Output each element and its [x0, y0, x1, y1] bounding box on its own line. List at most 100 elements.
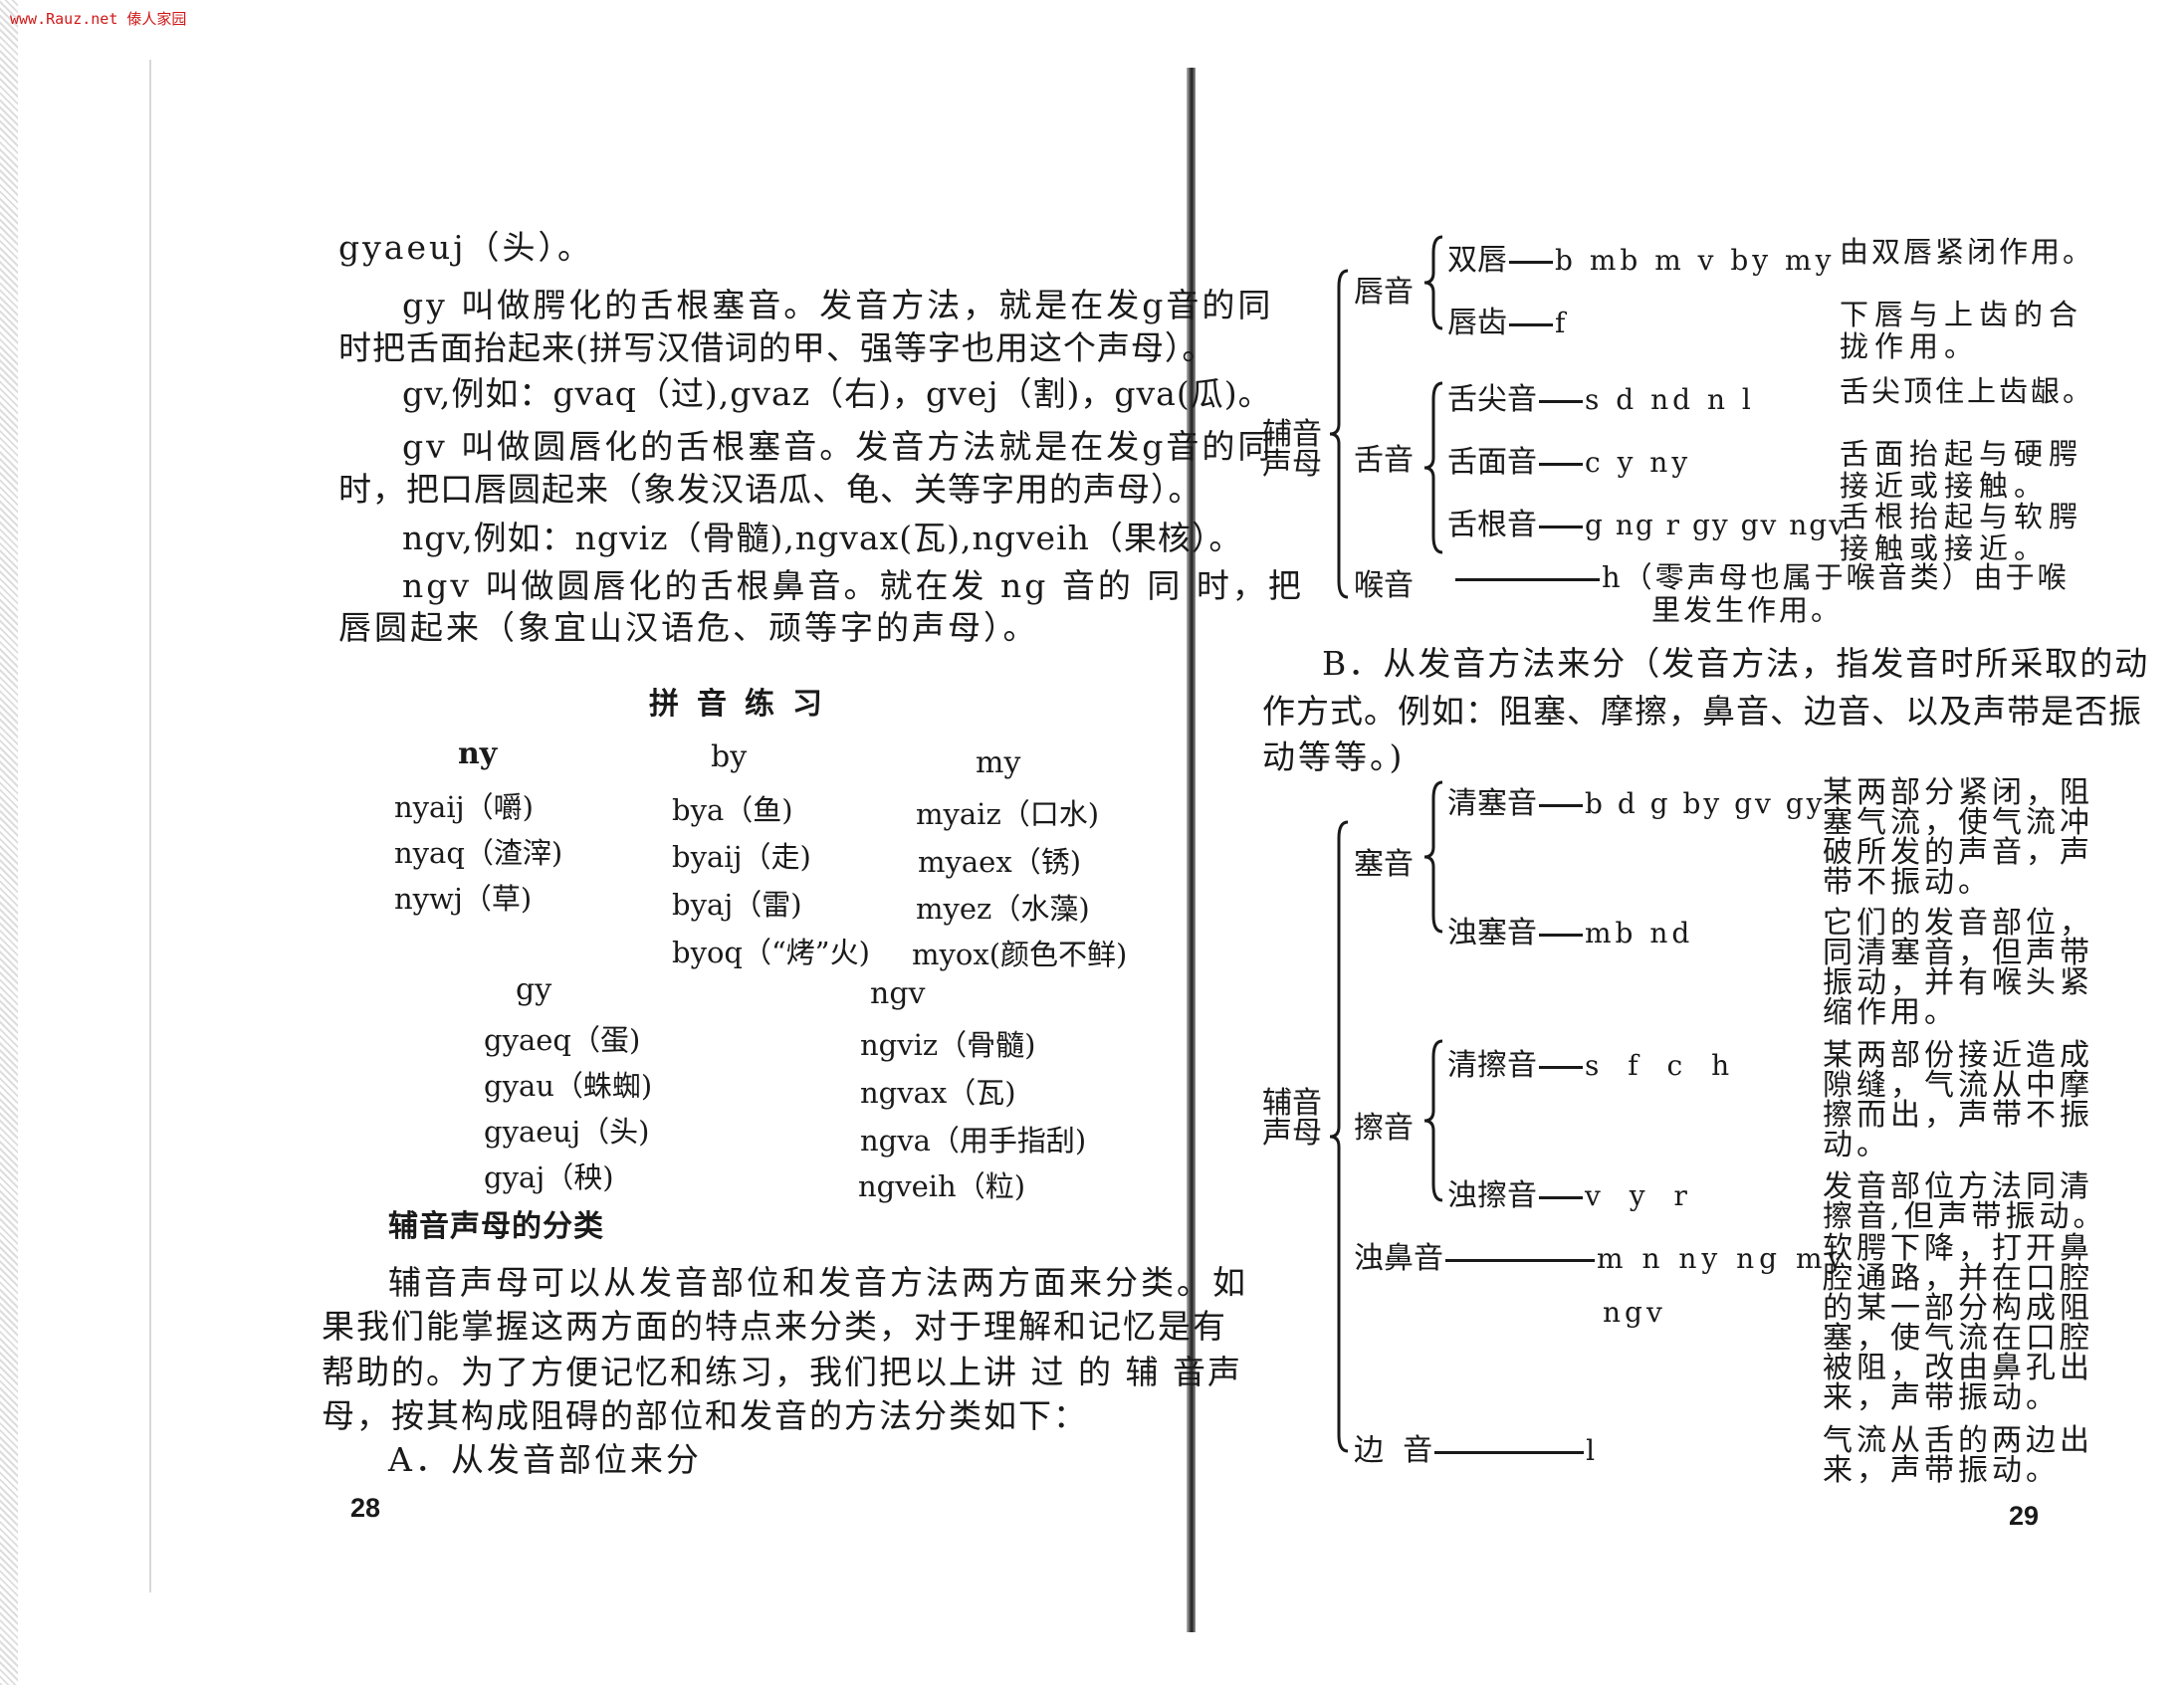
description-line: 塞，使气流在口腔: [1823, 1321, 2093, 1356]
description-line: 接近或接触。: [1840, 469, 2050, 503]
row-sounds: l: [1586, 1434, 1600, 1467]
row-sounds: m n ny ng my: [1597, 1242, 1849, 1275]
connector-line: [1434, 1450, 1585, 1454]
description-line: 缩作用。: [1823, 995, 1958, 1030]
practice-item: gyaeq（蛋): [484, 1023, 641, 1057]
scan-edge: [0, 0, 18, 1685]
connector-line: [1509, 260, 1553, 264]
section-line: 果我们能掌握这两方面的特点来分类，对于理解和记忆是有: [322, 1307, 1227, 1346]
practice-item: myez（水藻): [916, 892, 1090, 926]
row-description: 发音部位方法同清 擦音,但声带振动。: [1823, 1172, 2107, 1232]
description-line: 破所发的声音，声: [1823, 835, 2093, 870]
connector-line: [1539, 462, 1583, 466]
practice-item: bya（鱼): [672, 793, 793, 827]
description-line: 舌尖顶住上齿龈。: [1840, 374, 2095, 408]
row-description: 气流从舌的两边出 来，声带振动。: [1823, 1426, 2093, 1486]
row-sounds: b d g by gv gy: [1585, 787, 1826, 820]
section-line: 帮助的。为了方便记忆和练习，我们把以上讲 过 的 辅 音声: [322, 1353, 1242, 1391]
description-line: 振动，并有喉头紧: [1823, 965, 2093, 1000]
paragraph-line: 时，把口唇圆起来（象发汉语瓜、龟、关等字用的声母）。: [338, 470, 1202, 509]
description-line: 同清塞音，但声带: [1823, 936, 2093, 970]
brace-fricatives: [1423, 1039, 1443, 1202]
row-description: 某两部份接近造成 隙缝，气流从中摩 擦而出，声带不振 动。: [1823, 1041, 2093, 1160]
column-header-ny: ny: [458, 737, 498, 771]
connector-line: [1509, 322, 1553, 326]
row-sounds: h（零声母也属于喉音类）由于喉: [1602, 560, 2070, 594]
description-line: 它们的发音部位，: [1823, 906, 2093, 941]
practice-item: ngveih（粒): [858, 1169, 1026, 1203]
tree-root: 辅音 声母: [1262, 420, 1322, 480]
row-label: 浊擦音: [1447, 1178, 1537, 1213]
row-sounds: c y ny: [1585, 446, 1692, 479]
group-label: 唇音: [1354, 275, 1414, 310]
row-sounds: s f c h: [1585, 1049, 1740, 1082]
description-line: 拢作用。: [1840, 329, 1980, 363]
paragraph-b-line: 作方式。例如：阻塞、摩擦，鼻音、边音、以及声带是否振: [1262, 692, 2142, 731]
description-line: 舌面抬起与硬腭: [1840, 437, 2084, 471]
row-sounds-continued: ngv: [1603, 1296, 1666, 1329]
description-line: 腔通路，并在口腔: [1823, 1261, 2093, 1296]
description-line: 气流从舌的两边出: [1823, 1423, 2093, 1458]
page-number: 29: [2009, 1501, 2040, 1531]
tree-root-line: 辅音: [1262, 1086, 1322, 1121]
description-line: 由双唇紧闭作用。: [1840, 235, 2095, 269]
connector-line: [1539, 803, 1583, 807]
paragraph-line: gy 叫做腭化的舌根塞音。发音方法，就是在发g音的同: [402, 286, 1274, 324]
section-line: 辅音声母可以从发音部位和发音方法两方面来分类。如: [388, 1263, 1248, 1302]
row-description: 里发生作用。: [1651, 594, 1843, 626]
description-line: 里发生作用。: [1651, 593, 1844, 627]
description-line: 某两部分紧闭，阻: [1823, 775, 2093, 810]
description-line: 舌根抬起与软腭: [1840, 500, 2084, 533]
column-header-by: by: [711, 739, 748, 774]
description-line: 被阻，改由鼻孔出: [1823, 1351, 2093, 1385]
paragraph-line: ngv,例如：ngviz（骨髓),ngvax(瓦),ngveih（果核）。: [402, 519, 1243, 557]
description-line: 擦音,但声带振动。: [1823, 1199, 2107, 1234]
practice-item: byoq（“烤”火): [672, 936, 870, 969]
paragraph-line: gyaeuj（头）。: [338, 228, 593, 267]
description-line: 软腭下降，打开鼻: [1823, 1231, 2093, 1266]
description-line: 的某一部分构成阻: [1823, 1291, 2093, 1326]
description-line: 带不振动。: [1823, 865, 1992, 900]
column-header-gy: gy: [516, 972, 552, 1007]
practice-item: myox(颜色不鲜): [912, 938, 1128, 971]
row-label: 清擦音: [1447, 1048, 1537, 1083]
watermark: www.Rauz.net 傣人家园: [10, 10, 187, 28]
paragraph-b-line: 动等等。): [1262, 737, 1406, 776]
practice-item: nyaq（渣滓): [394, 836, 563, 870]
practice-item: ngva（用手指刮): [860, 1124, 1087, 1158]
row-sounds: g ng r gy gv ngv: [1585, 509, 1848, 541]
row-sounds: mb nd: [1585, 917, 1694, 949]
practice-title: 拼音练习: [649, 687, 840, 722]
row-sounds: v y r: [1585, 1179, 1697, 1212]
connector-line: [1539, 933, 1583, 937]
description-line: 发音部位方法同清: [1823, 1169, 2093, 1204]
description-line: 隙缝，气流从中摩: [1823, 1068, 2093, 1103]
row-description: 舌根抬起与软腭接触或接近。: [1840, 501, 2083, 564]
practice-item: gyaj（秧): [484, 1160, 614, 1194]
paragraph-b-line: B．从发音方法来分（发音方法，指发音时所采取的动: [1322, 644, 2150, 683]
row-label: 舌面音: [1447, 445, 1537, 480]
paragraph-line: gv 叫做圆唇化的舌根塞音。发音方法就是在发g音的同: [402, 427, 1274, 466]
tree-root-line: 声母: [1262, 447, 1322, 482]
tree-row: 清擦音 s f c h: [1447, 1040, 1739, 1084]
practice-item: gyaeuj（头): [484, 1115, 650, 1149]
group-label: 喉音: [1354, 568, 1414, 603]
description-line: 来，声带振动。: [1823, 1453, 2060, 1488]
tree-row: 浊擦音 v y r: [1447, 1170, 1697, 1214]
group-label: 舌音: [1354, 443, 1414, 478]
practice-item: myaex（锈): [918, 845, 1082, 879]
subsection-a: A．从发音部位来分: [388, 1440, 702, 1479]
tree-row: 舌面音 c y ny: [1447, 437, 1691, 481]
connector-line: [1539, 1195, 1583, 1199]
paragraph-line: 唇圆起来（象宜山汉语危、顽等字的声母）。: [338, 608, 1039, 647]
paragraph-line: 时把舌面抬起来(拼写汉借词的甲、强等字也用这个声母）。: [338, 328, 1216, 367]
description-line: 擦而出，声带不振: [1823, 1098, 2093, 1133]
practice-item: nywj（草): [394, 882, 533, 916]
section-line: 母，按其构成阻碍的部位和发音的方法分类如下：: [322, 1396, 1088, 1435]
group-label: 塞音: [1354, 847, 1414, 882]
row-description: 软腭下降，打开鼻 腔通路，并在口腔 的某一部分构成阻 塞，使气流在口腔 被阻，改…: [1823, 1234, 2093, 1413]
